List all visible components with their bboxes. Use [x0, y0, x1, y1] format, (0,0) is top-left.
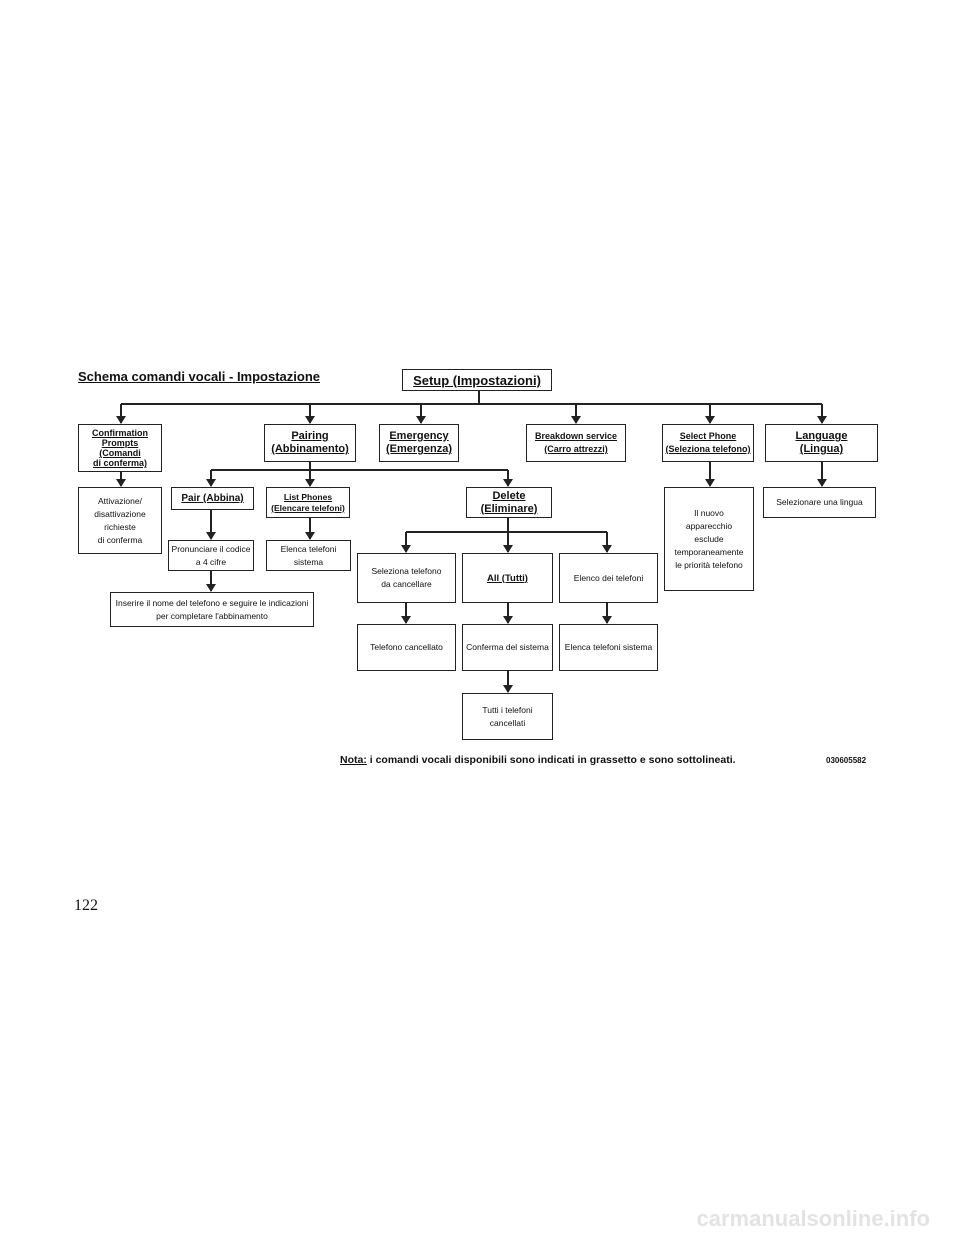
page-number: 122	[74, 897, 98, 914]
elenca-telefoni-sistema-info: Elenca telefoni sistema	[266, 540, 351, 571]
all-tutti-node: All (Tutti)	[462, 553, 553, 603]
inserire-nome-info: Inserire il nome del telefono e seguire …	[110, 592, 314, 627]
watermark: carmanualsonline.info	[696, 1206, 931, 1231]
note-label: Nota:	[340, 754, 367, 766]
delete-node: Delete (Eliminare)	[466, 487, 552, 518]
emergency-node: Emergency (Emergenza)	[379, 424, 459, 462]
note-text: i comandi vocali disponibili sono indica…	[366, 754, 736, 766]
elenco-telefoni-info: Elenco dei telefoni	[559, 553, 658, 603]
conferma-sistema-info: Conferma del sistema	[462, 624, 553, 671]
diagram-note: Nota: i comandi vocali disponibili sono …	[340, 754, 736, 766]
selezionare-lingua-info: Selezionare una lingua	[763, 487, 876, 518]
pronunciare-codice-info: Pronunciare il codice a 4 cifre	[168, 540, 254, 571]
confirmation-prompts-node: Confirmation Prompts (Comandi di conferm…	[78, 424, 162, 472]
nuovo-apparecchio-info: Il nuovo apparecchio esclude temporaneam…	[664, 487, 754, 591]
setup-root-node: Setup (Impostazioni)	[402, 369, 552, 391]
tutti-cancellati-info: Tutti i telefoni cancellati	[462, 693, 553, 740]
language-node: Language (Lingua)	[765, 424, 878, 462]
elenca-telefoni-sistema-2-info: Elenca telefoni sistema	[559, 624, 658, 671]
breakdown-service-node: Breakdown service (Carro attrezzi)	[526, 424, 626, 462]
figure-code: 030605582	[826, 756, 867, 765]
attivazione-info: Attivazione/ disattivazione richieste di…	[78, 487, 162, 554]
pair-node: Pair (Abbina)	[171, 487, 254, 510]
seleziona-telefono-info: Seleziona telefono da cancellare	[357, 553, 456, 603]
select-phone-node: Select Phone (Seleziona telefono)	[662, 424, 754, 462]
diagram-title: Schema comandi vocali - Impostazione	[78, 369, 321, 384]
pairing-node: Pairing (Abbinamento)	[264, 424, 356, 462]
telefono-cancellato-info: Telefono cancellato	[357, 624, 456, 671]
list-phones-node: List Phones (Elencare telefoni)	[266, 487, 350, 518]
